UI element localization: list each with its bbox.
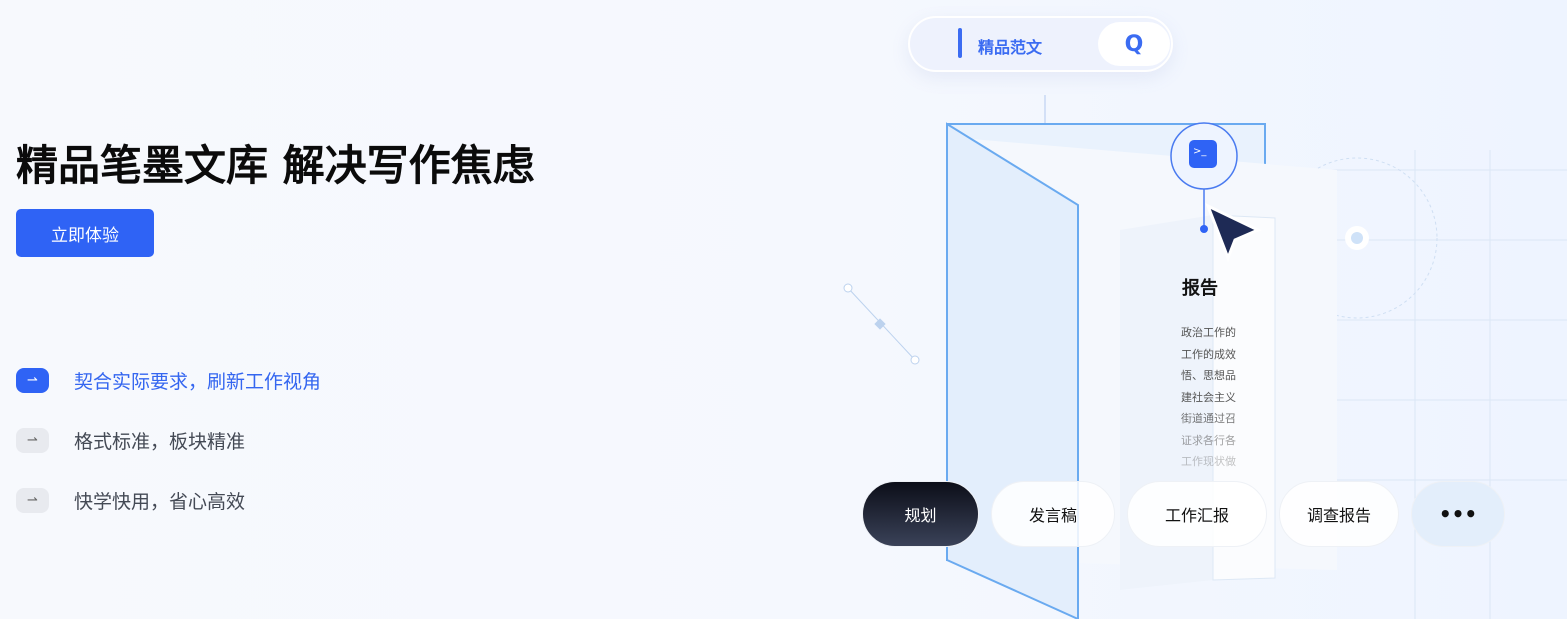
try-now-button[interactable]: 立即体验 bbox=[16, 209, 154, 257]
tab-survey-report[interactable]: 调查报告 bbox=[1279, 481, 1399, 547]
more-tabs-button[interactable]: ••• bbox=[1411, 481, 1505, 547]
svg-text:>_: >_ bbox=[1193, 146, 1207, 157]
tab-speech[interactable]: 发言稿 bbox=[991, 481, 1115, 547]
search-label: 精品范文 bbox=[978, 38, 1043, 57]
tab-work-report[interactable]: 工作汇报 bbox=[1127, 481, 1267, 547]
feature-item: ⇀ 快学快用，省心高效 bbox=[16, 487, 245, 514]
doc-line: 政治工作的 bbox=[1181, 326, 1236, 339]
page-title: 精品笔墨文库 解决写作焦虑 bbox=[16, 141, 535, 190]
feature-label: 契合实际要求，刷新工作视角 bbox=[74, 371, 322, 393]
tab-plan[interactable]: 规划 bbox=[862, 481, 979, 547]
feature-label: 格式标准，板块精准 bbox=[74, 431, 246, 453]
doc-line: 工作的成效 bbox=[1181, 347, 1236, 361]
text-cursor-icon bbox=[958, 28, 962, 58]
doc-title: 报告 bbox=[1182, 278, 1218, 299]
search-icon[interactable]: Q bbox=[1098, 22, 1170, 66]
feature-item: ⇀ 格式标准，板块精准 bbox=[16, 427, 245, 454]
doc-line: 悟、思想品 bbox=[1181, 369, 1236, 382]
arrow-right-icon: ⇀ bbox=[16, 428, 49, 453]
arrow-right-icon: ⇀ bbox=[16, 368, 49, 393]
doc-line: 街道通过召 bbox=[1181, 412, 1236, 425]
feature-item: ⇀ 契合实际要求，刷新工作视角 bbox=[16, 367, 321, 394]
doc-line: 证求各行各 bbox=[1181, 433, 1236, 447]
feature-label: 快学快用，省心高效 bbox=[74, 491, 246, 513]
doc-lines: 政治工作的 工作的成效 悟、思想品 建社会主义 街道通过召 证求各行各 工作现状… bbox=[1181, 322, 1236, 473]
doc-line: 工作现状做 bbox=[1181, 455, 1236, 468]
category-tabs: 规划 发言稿 工作汇报 调查报告 ••• bbox=[862, 481, 1505, 547]
arrow-right-icon: ⇀ bbox=[16, 488, 49, 513]
search-bar[interactable]: 精品范文 Q bbox=[908, 16, 1173, 72]
doc-line: 建社会主义 bbox=[1181, 390, 1236, 404]
